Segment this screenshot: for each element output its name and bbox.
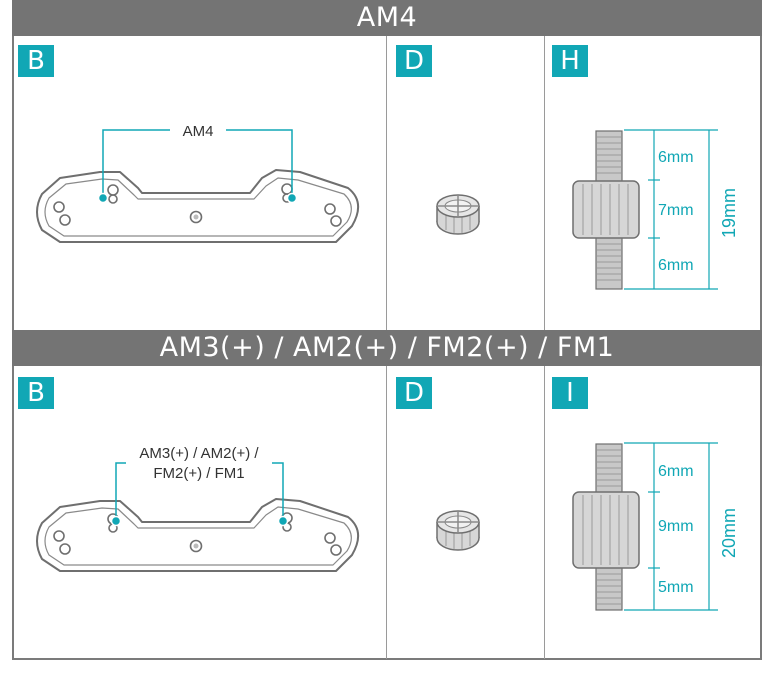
section-title-am4: AM4 xyxy=(12,0,762,36)
callout-label: AM4 xyxy=(183,123,214,140)
total-dimension-label: 19mm xyxy=(719,188,739,238)
badge-h: H xyxy=(552,45,588,77)
nut-drawing xyxy=(436,194,480,235)
standoff-drawing-i xyxy=(572,443,640,611)
bracket-drawing xyxy=(36,498,360,572)
divider xyxy=(386,366,387,659)
dimension-label: 9mm xyxy=(658,518,694,535)
callout-label: AM3(+) / AM2(+) / xyxy=(139,445,259,462)
dimension-label: 6mm xyxy=(658,463,694,480)
badge-d: D xyxy=(396,377,432,409)
divider xyxy=(386,36,387,330)
dimension-label: 6mm xyxy=(658,149,694,166)
divider xyxy=(544,366,545,659)
mount-point xyxy=(286,192,298,204)
mount-point xyxy=(110,515,122,527)
dimension-label: 6mm xyxy=(658,257,694,274)
dimension-lines-h xyxy=(624,129,718,290)
am3-callout-lines xyxy=(115,462,284,519)
dimension-label: 5mm xyxy=(658,579,694,596)
badge-i: I xyxy=(552,377,588,409)
dimension-lines-i xyxy=(624,442,718,611)
mount-point xyxy=(277,515,289,527)
am4-callout-lines xyxy=(102,129,293,196)
standoff-drawing-h xyxy=(572,130,640,290)
badge-b: B xyxy=(18,45,54,77)
section-title-am3: AM3(+) / AM2(+) / FM2(+) / FM1 xyxy=(12,330,762,366)
divider xyxy=(544,36,545,330)
nut-drawing xyxy=(436,510,480,551)
badge-b: B xyxy=(18,377,54,409)
callout-label: FM2(+) / FM1 xyxy=(153,465,244,482)
dimension-label: 7mm xyxy=(658,202,694,219)
bracket-drawing xyxy=(36,169,360,243)
badge-d: D xyxy=(396,45,432,77)
mount-point xyxy=(97,192,109,204)
total-dimension-label: 20mm xyxy=(719,508,739,558)
